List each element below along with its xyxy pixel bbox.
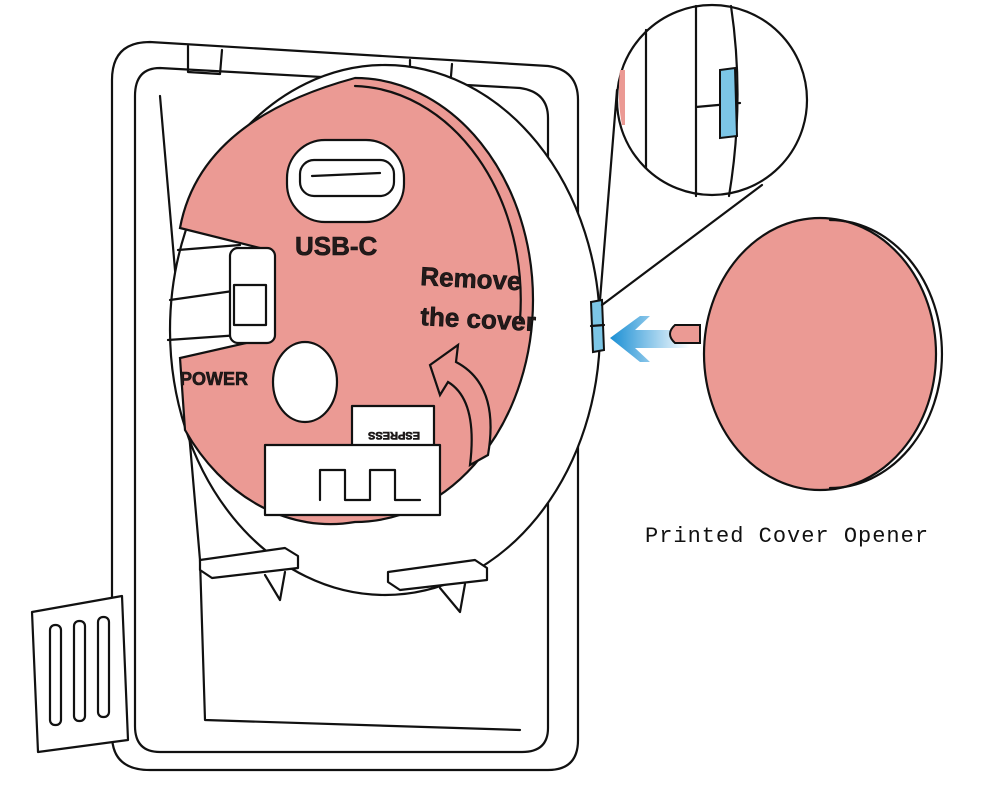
power-label: POWER [180, 369, 248, 389]
remove-label-line1: Remove [420, 261, 523, 296]
usb-c-label: USB-C [295, 231, 378, 261]
remove-label-line2: the cover [420, 301, 537, 337]
clip-small [589, 298, 606, 354]
usb-c-port [285, 138, 406, 224]
mount-clips [198, 546, 489, 614]
zoom-callout [598, 3, 809, 307]
power-port [228, 246, 277, 345]
cover-opener-caption: Printed Cover Opener [645, 524, 930, 549]
cover-opener [669, 216, 944, 492]
cover-disc: USB-C Remove the cover POWER ESPRESS [178, 76, 537, 526]
rotate-arrow-icon [428, 342, 492, 468]
push-arrow-icon [610, 316, 690, 362]
module-label: ESPRESS [368, 429, 420, 441]
reset-hole [271, 340, 339, 424]
side-tab [30, 594, 130, 754]
